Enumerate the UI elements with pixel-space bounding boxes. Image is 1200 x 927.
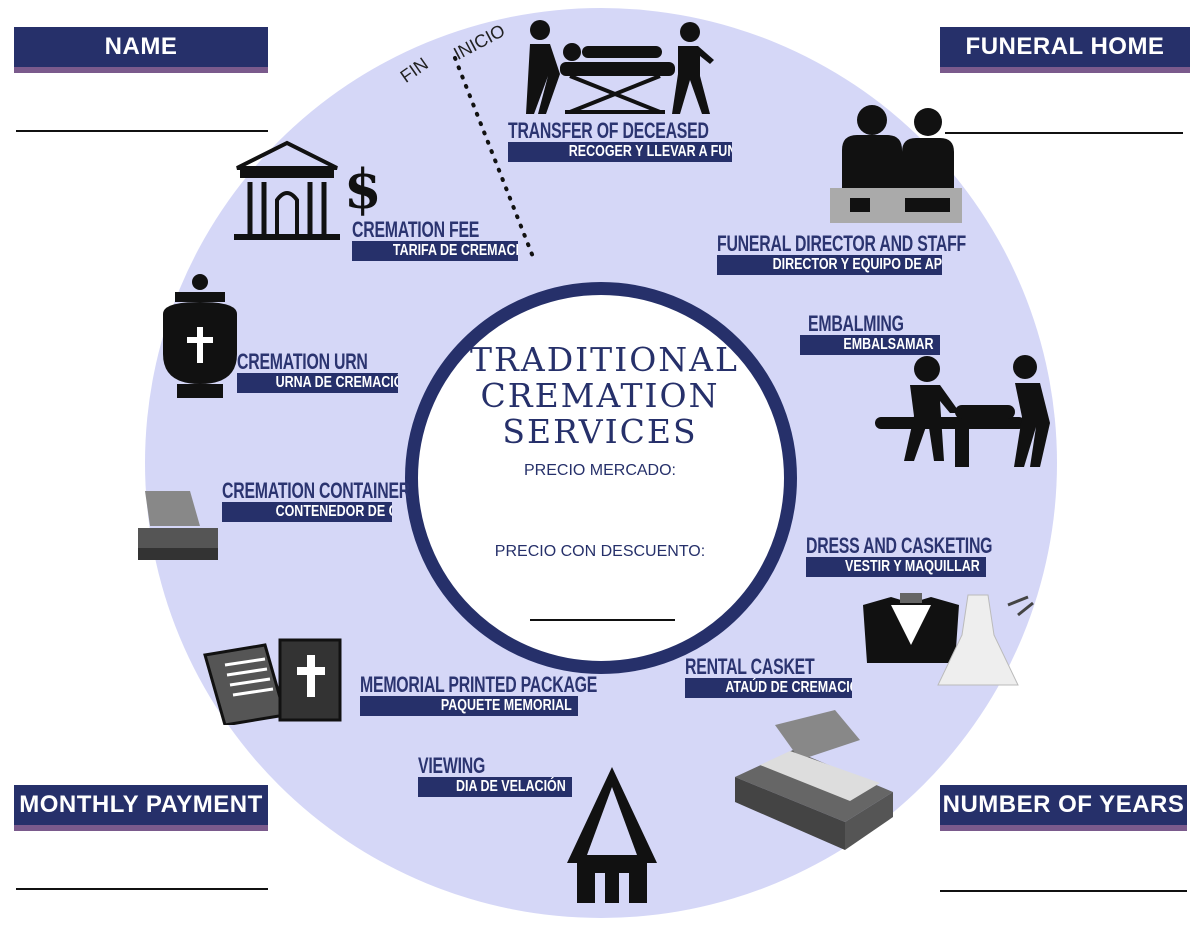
market-price-label: PRECIO MERCADO:	[523, 462, 676, 479]
center-title: TRADITIONAL CREMATION SERVICES	[470, 340, 739, 451]
service-en: RENTAL CASKET	[685, 654, 815, 679]
stretcher-transfer-icon	[526, 20, 714, 114]
casket-icon	[735, 710, 893, 850]
service-en: CREMATION CONTAINER	[222, 478, 411, 503]
discount-price-line[interactable]	[530, 619, 675, 621]
service-es: TARIFA DE CREMACIÓN	[352, 241, 518, 261]
service-en: MEMORIAL PRINTED PACKAGE	[360, 672, 598, 697]
svg-text:$: $	[344, 157, 382, 221]
monthly-payment-field-line[interactable]	[16, 888, 268, 890]
funeral-home-field-line[interactable]	[945, 132, 1183, 134]
tuxedo-dress-icon	[863, 593, 1034, 686]
embalming-icon	[875, 355, 1050, 467]
title-line: CREMATION	[480, 376, 720, 415]
service-es: RECOGER Y LLEVAR A FUNERARIA	[508, 142, 732, 162]
crematorium-building-icon: $	[234, 140, 382, 240]
name-field-line[interactable]	[16, 130, 268, 132]
service-en: EMBALMING	[808, 311, 904, 336]
title-line: TRADITIONAL	[470, 340, 739, 379]
number-of-years-header: NUMBER OF YEARS	[940, 785, 1187, 831]
service-es: PAQUETE MEMORIAL	[360, 696, 578, 716]
service-en: VIEWING	[418, 753, 486, 778]
discount-price-label: PRECIO CON DESCUENTO:	[494, 543, 706, 560]
memorial-package-icon	[203, 638, 342, 725]
cremation-container-icon	[138, 491, 218, 560]
service-es: ATAÚD DE CREMACIÓN	[685, 678, 852, 698]
service-en: CREMATION FEE	[352, 217, 480, 242]
name-header: NAME	[14, 27, 268, 73]
service-en: DRESS AND CASKETING	[806, 533, 993, 558]
service-en: TRANSFER OF DECEASED	[508, 118, 709, 143]
title-line: SERVICES	[502, 412, 698, 451]
chapel-icon	[567, 767, 657, 903]
monthly-payment-header: MONTHLY PAYMENT	[14, 785, 268, 831]
service-en: CREMATION URN	[237, 349, 368, 374]
urn-icon	[163, 274, 237, 398]
number-of-years-field-line[interactable]	[940, 890, 1187, 892]
service-es: CONTENEDOR DE CREMACIÓN	[222, 502, 392, 522]
funeral-home-header: FUNERAL HOME	[940, 27, 1190, 73]
service-en: FUNERAL DIRECTOR AND STAFF	[717, 231, 966, 256]
service-es: DIA DE VELACIÓN	[418, 777, 572, 797]
service-es: URNA DE CREMACIÓN	[237, 373, 398, 393]
start-end-dotted-line	[453, 56, 537, 264]
service-es: DIRECTOR Y EQUIPO DE APOYO	[717, 255, 942, 275]
service-es: VESTIR Y MAQUILLAR	[806, 557, 986, 577]
service-es: EMBALSAMAR	[800, 335, 940, 355]
funeral-staff-icon	[830, 105, 962, 223]
